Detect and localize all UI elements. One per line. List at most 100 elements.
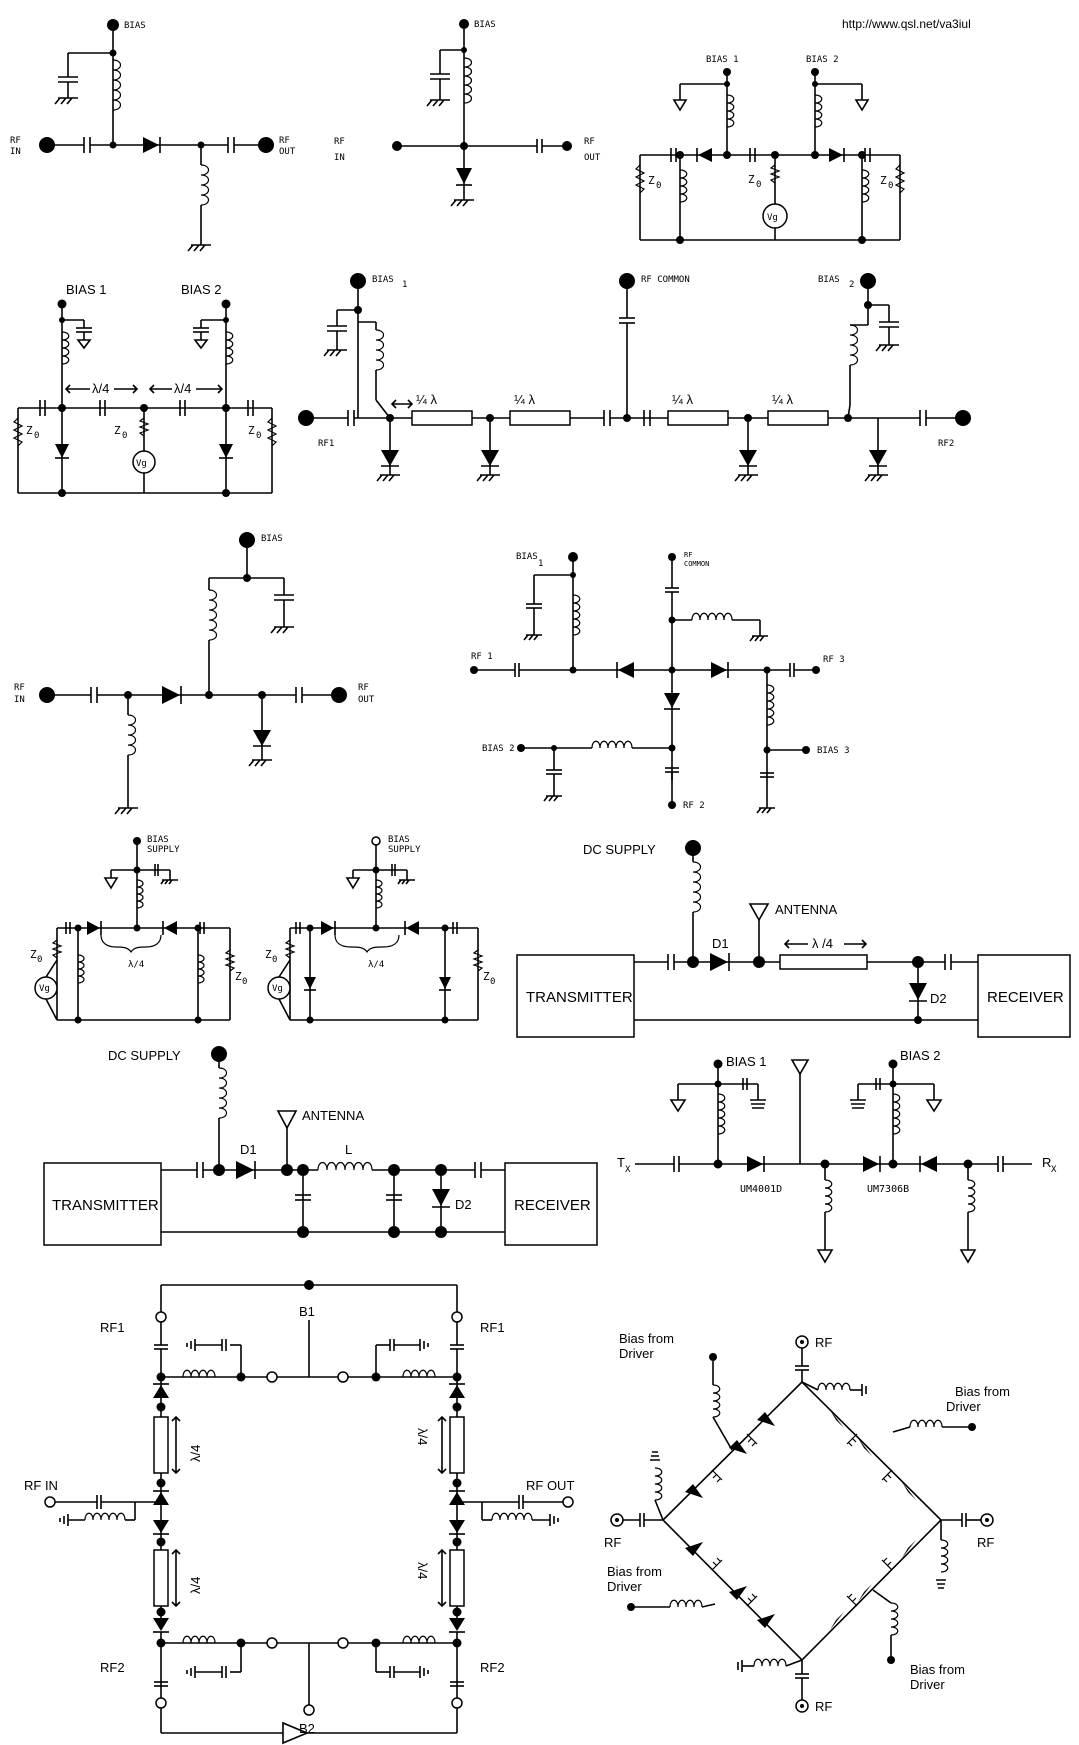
svg-text:RF: RF <box>14 683 25 693</box>
circuit-13-ring-switch: RF1 RF1 B1 λ/4 λ/4 RF IN <box>24 1280 574 1745</box>
svg-text:RF 3: RF 3 <box>823 655 845 665</box>
svg-text:L: L <box>345 1142 352 1157</box>
svg-text:D2: D2 <box>930 991 947 1006</box>
circuit-1-series-diode-switch: BIAS RF IN RF OUT <box>10 19 296 252</box>
circuit-12-um-pin-switch: BIAS 1 T X UM4001D UM7306B BIAS 2 R X <box>617 1048 1057 1264</box>
svg-text:0: 0 <box>888 181 893 191</box>
svg-text:λ/4: λ/4 <box>92 381 109 396</box>
svg-text:0: 0 <box>242 977 247 987</box>
svg-text:Bias from: Bias from <box>910 1662 965 1677</box>
svg-text:UM4001D: UM4001D <box>740 1184 782 1195</box>
svg-text:BIAS 2: BIAS 2 <box>806 55 839 65</box>
receiver-box <box>504 1162 598 1246</box>
svg-text:BIAS: BIAS <box>124 21 146 31</box>
svg-text:DC SUPPLY: DC SUPPLY <box>108 1048 181 1063</box>
svg-text:Z: Z <box>235 970 242 983</box>
svg-text:D1: D1 <box>240 1142 257 1157</box>
transmitter-box <box>516 954 635 1038</box>
circuit-10-tr-switch-quarter-wave: DC SUPPLY TRANSMITTER RECEIVER D1 ANTENN… <box>516 840 1071 1038</box>
svg-text:RF: RF <box>334 137 345 147</box>
circuit-7-sp3t-switch: BIAS 1 RF 1 RF 3 RF COMMON RF 2 BIAS 2 <box>470 551 850 814</box>
svg-text:OUT: OUT <box>358 695 375 705</box>
svg-text:BIAS 2: BIAS 2 <box>181 282 221 297</box>
svg-text:Z: Z <box>248 424 255 437</box>
svg-text:RF OUT: RF OUT <box>526 1478 574 1493</box>
svg-text:0: 0 <box>256 431 261 441</box>
source-url: http://www.qsl.net/va3iul <box>842 17 971 31</box>
circuit-4-quarter-wave-switch: BIAS 1 BIAS 2 λ/4 λ/4 Z 0 Z 0 Z <box>12 282 278 497</box>
svg-text:RF: RF <box>815 1335 832 1350</box>
svg-text:Vg: Vg <box>39 984 50 994</box>
svg-text:X: X <box>625 1165 631 1175</box>
svg-text:Z: Z <box>30 948 37 961</box>
svg-text:T: T <box>617 1155 625 1170</box>
svg-text:Vg: Vg <box>767 213 778 223</box>
circuit-2-shunt-diode-switch: BIAS RF IN RF OUT <box>334 19 601 207</box>
svg-text:RF2: RF2 <box>100 1660 125 1675</box>
svg-text:Vg: Vg <box>136 459 147 469</box>
svg-text:ANTENNA: ANTENNA <box>775 902 837 917</box>
svg-text:ANTENNA: ANTENNA <box>302 1108 364 1123</box>
svg-text:RECEIVER: RECEIVER <box>987 989 1064 1006</box>
svg-text:BIAS: BIAS <box>474 20 496 30</box>
svg-text:BIAS 2: BIAS 2 <box>482 744 515 754</box>
svg-text:λ/4: λ/4 <box>128 960 144 970</box>
svg-text:RF 1: RF 1 <box>471 652 493 662</box>
svg-text:Z: Z <box>748 173 755 186</box>
svg-text:TRANSMITTER: TRANSMITTER <box>52 1197 159 1214</box>
svg-text:λ/4: λ/4 <box>174 381 191 396</box>
svg-text:UM7306B: UM7306B <box>867 1184 909 1195</box>
svg-text:RF COMMON: RF COMMON <box>641 275 690 285</box>
svg-text:TRANSMITTER: TRANSMITTER <box>526 989 633 1006</box>
svg-text:BIAS: BIAS <box>147 835 169 845</box>
svg-text:RF: RF <box>584 137 595 147</box>
svg-text:Vg: Vg <box>272 984 283 994</box>
svg-text:0: 0 <box>756 180 761 190</box>
svg-text:1: 1 <box>402 280 407 290</box>
svg-text:λ/4: λ/4 <box>415 1428 430 1445</box>
svg-text:B1: B1 <box>299 1304 315 1319</box>
svg-text:¼ λ: ¼ λ <box>672 392 693 407</box>
transmitter-box <box>43 1162 162 1246</box>
svg-text:BIAS: BIAS <box>261 534 283 544</box>
svg-text:BIAS 1: BIAS 1 <box>66 282 106 297</box>
svg-text:Bias from: Bias from <box>955 1384 1010 1399</box>
svg-text:BIAS 1: BIAS 1 <box>706 55 739 65</box>
svg-text:BIAS: BIAS <box>388 835 410 845</box>
svg-text:D2: D2 <box>455 1197 472 1212</box>
svg-text:D1: D1 <box>712 936 729 951</box>
svg-text:λ/4: λ/4 <box>188 1577 203 1594</box>
svg-text:0: 0 <box>656 181 661 191</box>
svg-text:1: 1 <box>538 559 543 569</box>
svg-text:RF2: RF2 <box>938 439 954 449</box>
circuit-11-tr-switch-lumped: DC SUPPLY TRANSMITTER RECEIVER D1 ANTENN… <box>43 1046 598 1246</box>
svg-text:0: 0 <box>34 431 39 441</box>
svg-text:λ/4: λ/4 <box>368 960 384 970</box>
svg-text:BIAS: BIAS <box>818 275 840 285</box>
svg-text:Z: Z <box>880 174 887 187</box>
svg-text:OUT: OUT <box>279 147 296 157</box>
svg-text:0: 0 <box>122 431 127 441</box>
svg-text:0: 0 <box>490 977 495 987</box>
svg-text:λ /4: λ /4 <box>812 936 833 951</box>
svg-text:Driver: Driver <box>607 1579 642 1594</box>
svg-text:RF1: RF1 <box>318 439 334 449</box>
svg-text:COMMON: COMMON <box>684 560 709 568</box>
circuit-9-bias-supply-shunt-switch: BIAS SUPPLY λ/4 Z 0 Vg Z 0 <box>265 835 495 1024</box>
svg-text:X: X <box>1051 1165 1057 1175</box>
circuit-8-bias-supply-switch: BIAS SUPPLY λ/4 Z 0 Vg Z 0 <box>30 835 247 1024</box>
svg-text:IN: IN <box>10 147 21 157</box>
svg-text:¼ λ: ¼ λ <box>772 392 793 407</box>
svg-text:0: 0 <box>272 955 277 965</box>
svg-text:λ/4: λ/4 <box>188 1445 203 1462</box>
svg-text:RF: RF <box>684 551 692 559</box>
svg-text:0: 0 <box>37 955 42 965</box>
circuit-14-diamond-switch: RF Bias from Driver Bias from Driver RF … <box>604 1331 1010 1714</box>
svg-text:RF: RF <box>279 136 290 146</box>
svg-text:RECEIVER: RECEIVER <box>514 1197 591 1214</box>
svg-text:RF IN: RF IN <box>24 1478 58 1493</box>
svg-text:BIAS: BIAS <box>372 275 394 285</box>
svg-text:Z: Z <box>648 174 655 187</box>
